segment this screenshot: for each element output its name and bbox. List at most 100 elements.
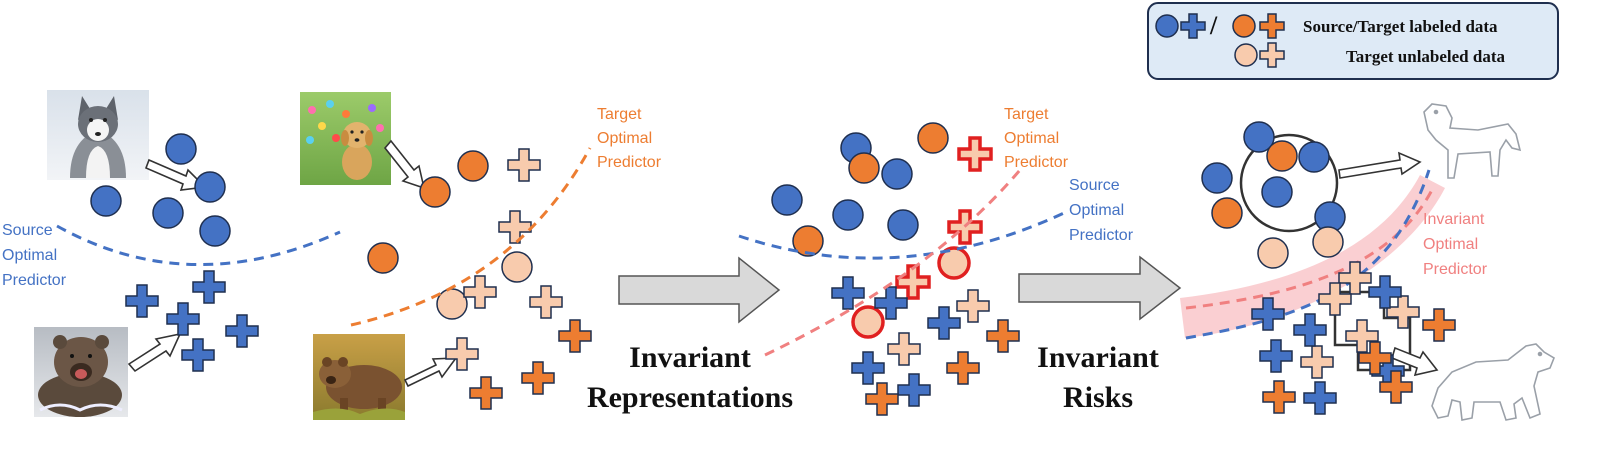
p4-target-predictor-line bbox=[1185, 185, 1436, 310]
brown-bear-photo bbox=[313, 334, 405, 420]
data-point bbox=[1338, 261, 1372, 295]
legend-target-plus bbox=[1259, 13, 1285, 39]
legend-source-circle bbox=[1155, 14, 1179, 38]
source-pluses bbox=[125, 270, 259, 372]
arrow-bear-to-point-2 bbox=[403, 357, 458, 388]
label-invariant-1: Invariant bbox=[629, 341, 751, 374]
arrow-dog-to-point bbox=[383, 139, 426, 190]
label-risks: Risks bbox=[1063, 381, 1133, 414]
data-point-highlighted bbox=[851, 305, 885, 339]
label-representations: Representations bbox=[587, 381, 793, 414]
data-point bbox=[90, 185, 122, 217]
p3-target-predictor-line bbox=[764, 169, 1022, 357]
target-predictor-label: Target Optimal Predictor bbox=[597, 106, 662, 171]
data-point bbox=[166, 302, 200, 336]
source-predictor-label: Source Optimal Predictor bbox=[2, 222, 67, 289]
p3-target-predictor-label: Target Optimal Predictor bbox=[1004, 106, 1069, 171]
data-point bbox=[521, 361, 555, 395]
data-point bbox=[1345, 319, 1379, 353]
data-point bbox=[181, 338, 215, 372]
transition-invariant-representations: Invariant Representations bbox=[587, 256, 793, 414]
data-point bbox=[986, 319, 1020, 353]
target-pluses bbox=[469, 319, 592, 410]
p4-source-pluses bbox=[1251, 275, 1405, 415]
data-point bbox=[367, 242, 399, 274]
data-point bbox=[1386, 295, 1420, 329]
p3-source-pluses bbox=[831, 276, 961, 407]
data-point bbox=[125, 284, 159, 318]
data-point-highlighted bbox=[957, 136, 993, 172]
data-point bbox=[848, 152, 880, 184]
data-point bbox=[529, 285, 563, 319]
data-point bbox=[1303, 381, 1337, 415]
legend-unlabeled-text: Target unlabeled data bbox=[1346, 47, 1506, 66]
legend-labeled-text: Source/Target labeled data bbox=[1303, 17, 1498, 36]
big-arrow-1 bbox=[618, 256, 781, 324]
data-point bbox=[881, 158, 913, 190]
data-point bbox=[436, 288, 468, 320]
p4-source-circles bbox=[1201, 121, 1346, 233]
data-point bbox=[956, 289, 990, 323]
data-point bbox=[1257, 237, 1289, 269]
data-point bbox=[946, 351, 980, 385]
golden-retriever-photo bbox=[300, 92, 391, 185]
arrow-cluster-to-bear bbox=[1391, 346, 1439, 377]
arrow-bear-to-point bbox=[127, 332, 182, 373]
data-point bbox=[1422, 308, 1456, 342]
dog-outline-icon bbox=[1423, 103, 1522, 179]
data-point bbox=[1300, 345, 1334, 379]
transition-invariant-risks: Invariant Risks bbox=[1018, 255, 1182, 414]
data-point bbox=[165, 133, 197, 165]
data-point bbox=[199, 215, 231, 247]
legend-unlabeled-plus bbox=[1259, 42, 1285, 68]
data-point bbox=[507, 148, 541, 182]
p3-target-pluses bbox=[865, 319, 1020, 416]
cluster-circle-dog bbox=[1239, 133, 1339, 233]
target-unlabeled-pluses bbox=[445, 148, 563, 371]
p3-target-circles bbox=[792, 122, 949, 257]
p3-source-predictor-label: Source Optimal Predictor bbox=[1069, 177, 1134, 244]
data-point bbox=[1251, 297, 1285, 331]
label-invariant-2: Invariant bbox=[1037, 341, 1159, 374]
legend: / Source/Target labeled data Target unla… bbox=[1147, 2, 1559, 80]
data-point bbox=[874, 286, 908, 320]
data-point bbox=[1379, 370, 1413, 404]
data-point bbox=[1259, 339, 1293, 373]
data-point bbox=[1266, 140, 1298, 172]
source-circles bbox=[90, 133, 231, 247]
arrow-husky-to-point bbox=[144, 158, 207, 191]
invariant-band bbox=[1180, 175, 1445, 338]
panel-invariant-risks: Invariant Optimal Predictor bbox=[1180, 103, 1555, 421]
p4-unlabeled-circles bbox=[1257, 226, 1344, 269]
data-point bbox=[887, 209, 919, 241]
data-point bbox=[887, 332, 921, 366]
panel-target-domain: Target Optimal Predictor bbox=[300, 92, 662, 420]
source-predictor-line bbox=[56, 224, 341, 266]
p3-unlabeled-circles bbox=[851, 246, 971, 339]
data-point bbox=[927, 306, 961, 340]
legend-target-circle bbox=[1232, 14, 1256, 38]
data-point bbox=[831, 276, 865, 310]
data-point bbox=[1312, 226, 1344, 258]
data-point bbox=[1358, 341, 1392, 375]
legend-source-plus bbox=[1180, 13, 1206, 39]
data-point bbox=[1243, 121, 1275, 153]
husky-photo bbox=[47, 90, 149, 180]
bear-outline-icon bbox=[1431, 343, 1555, 421]
data-point bbox=[194, 171, 226, 203]
data-point bbox=[771, 184, 803, 216]
data-point bbox=[1368, 275, 1402, 309]
p4-target-circles bbox=[1211, 140, 1298, 229]
data-point bbox=[469, 376, 503, 410]
data-point bbox=[558, 319, 592, 353]
data-point bbox=[457, 150, 489, 182]
legend-separator: / bbox=[1209, 11, 1218, 40]
data-point-highlighted bbox=[895, 264, 931, 300]
data-point bbox=[498, 210, 532, 244]
data-point bbox=[1211, 197, 1243, 229]
data-point bbox=[917, 122, 949, 154]
target-unlabeled-circles bbox=[436, 251, 533, 320]
data-point bbox=[445, 337, 479, 371]
data-point bbox=[1262, 380, 1296, 414]
